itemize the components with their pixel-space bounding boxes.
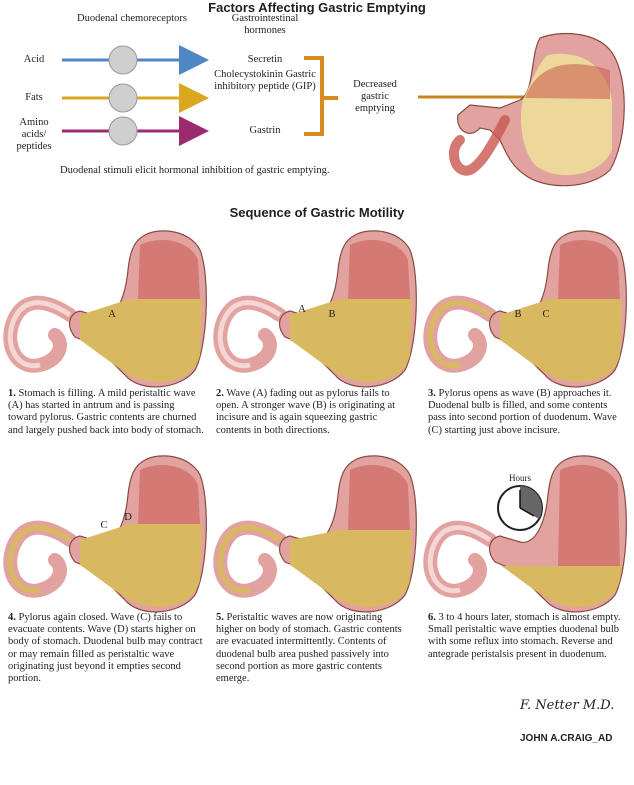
caption-3: 3. Pylorus opens as wave (B) approaches … bbox=[428, 388, 628, 437]
caption-3-number: 3. bbox=[428, 388, 436, 399]
hormone-secretin: Secretin bbox=[247, 54, 283, 65]
caption-2: 2. Wave (A) fading out as pylorus fails … bbox=[216, 388, 410, 437]
caption-4-number: 4. bbox=[8, 612, 16, 623]
craig-credit: JOHN A.CRAIG_AD bbox=[520, 733, 613, 744]
caption-6: 6. 3 to 4 hours later, stomach is almost… bbox=[428, 612, 628, 661]
top-title: Factors Affecting Gastric Emptying bbox=[208, 0, 426, 15]
stomach-illustration-top bbox=[448, 32, 625, 187]
clock-icon bbox=[497, 485, 543, 531]
stomach-panel-2 bbox=[213, 230, 417, 388]
result-label: Decreased gastric emptying bbox=[353, 79, 397, 114]
caption-6-number: 6. bbox=[428, 612, 436, 623]
caption-1: 1. Stomach is filling. A mild peristalti… bbox=[8, 388, 204, 437]
caption-1-text: Stomach is filling. A mild peristaltic w… bbox=[8, 388, 204, 436]
hormone-cck-gip: Cholecystokinin Gastric inhibitory pepti… bbox=[214, 69, 316, 92]
gastric-mucosa bbox=[348, 465, 410, 530]
hormone-header: Gastrointestinal hormones bbox=[231, 13, 299, 36]
gastric-mucosa bbox=[138, 240, 200, 299]
gastric-contents bbox=[500, 565, 622, 608]
receptor-circle-3 bbox=[108, 116, 138, 146]
input-label-acid: Acid bbox=[23, 54, 45, 65]
caption-4-text: Pylorus again closed. Wave (C) fails to … bbox=[8, 612, 203, 685]
input-label-amino: Amino acids/ peptides bbox=[16, 117, 52, 152]
duodenum-contents bbox=[7, 300, 72, 369]
caption-3-text: Pylorus opens as wave (B) approaches it.… bbox=[428, 388, 617, 436]
caption-6-text: 3 to 4 hours later, stomach is almost em… bbox=[428, 612, 621, 660]
duodenum-contents bbox=[217, 300, 282, 369]
sequence-title: Sequence of Gastric Motility bbox=[229, 205, 405, 220]
input-label-fats: Fats bbox=[25, 92, 43, 103]
sequence-panels bbox=[3, 230, 627, 613]
clock-label: Hours bbox=[509, 473, 531, 483]
stomach-panel-3 bbox=[423, 230, 627, 388]
receptor-label: Duodenal chemoreceptors bbox=[77, 13, 187, 24]
gastric-mucosa bbox=[558, 465, 620, 566]
caption-1-number: 1. bbox=[8, 388, 16, 399]
duodenum-contents bbox=[7, 525, 72, 594]
duodenum-contents bbox=[427, 525, 492, 594]
gastric-contents bbox=[80, 524, 202, 608]
panel-4-label-d: D bbox=[124, 512, 132, 523]
caption-5-text: Peristaltic waves are now originating hi… bbox=[216, 612, 402, 685]
netter-signature: F. Netter M.D. bbox=[520, 698, 615, 713]
caption-2-text: Wave (A) fading out as pylorus fails to … bbox=[216, 388, 396, 436]
hormone-bracket bbox=[304, 56, 338, 136]
gastric-contents bbox=[290, 299, 412, 383]
duodenum-contents bbox=[217, 525, 282, 594]
caption-2-number: 2. bbox=[216, 388, 224, 399]
footnote: Duodenal stimuli elicit hormonal inhibit… bbox=[60, 165, 330, 176]
panel-2-label-a: A bbox=[298, 304, 306, 315]
gastric-contents bbox=[80, 299, 202, 383]
gastric-contents bbox=[290, 530, 412, 608]
panel-1-label-a: A bbox=[108, 309, 116, 320]
caption-4: 4. Pylorus again closed. Wave (C) fails … bbox=[8, 612, 208, 685]
gastric-mucosa bbox=[558, 240, 620, 299]
gastric-mucosa bbox=[348, 240, 410, 299]
stomach-panel-1 bbox=[3, 230, 207, 388]
gastric-contents bbox=[500, 299, 622, 383]
gastric-mucosa bbox=[138, 465, 200, 524]
panel-2-label-b: B bbox=[328, 309, 336, 320]
caption-5: 5. Peristaltic waves are now originating… bbox=[216, 612, 410, 685]
stomach-panel-4 bbox=[3, 455, 207, 613]
caption-5-number: 5. bbox=[216, 612, 224, 623]
panel-4-label-c: C bbox=[100, 520, 108, 531]
hormone-gastrin: Gastrin bbox=[249, 125, 281, 136]
receptor-circle-1 bbox=[108, 45, 138, 75]
receptor-circle-2 bbox=[108, 83, 138, 113]
duodenum-contents bbox=[427, 300, 492, 369]
panel-3-label-c: C bbox=[542, 309, 550, 320]
factor-diagram bbox=[62, 32, 625, 187]
stomach-panel-5 bbox=[213, 455, 417, 613]
panel-3-label-b: B bbox=[514, 309, 522, 320]
stomach-panel-6 bbox=[423, 455, 627, 613]
